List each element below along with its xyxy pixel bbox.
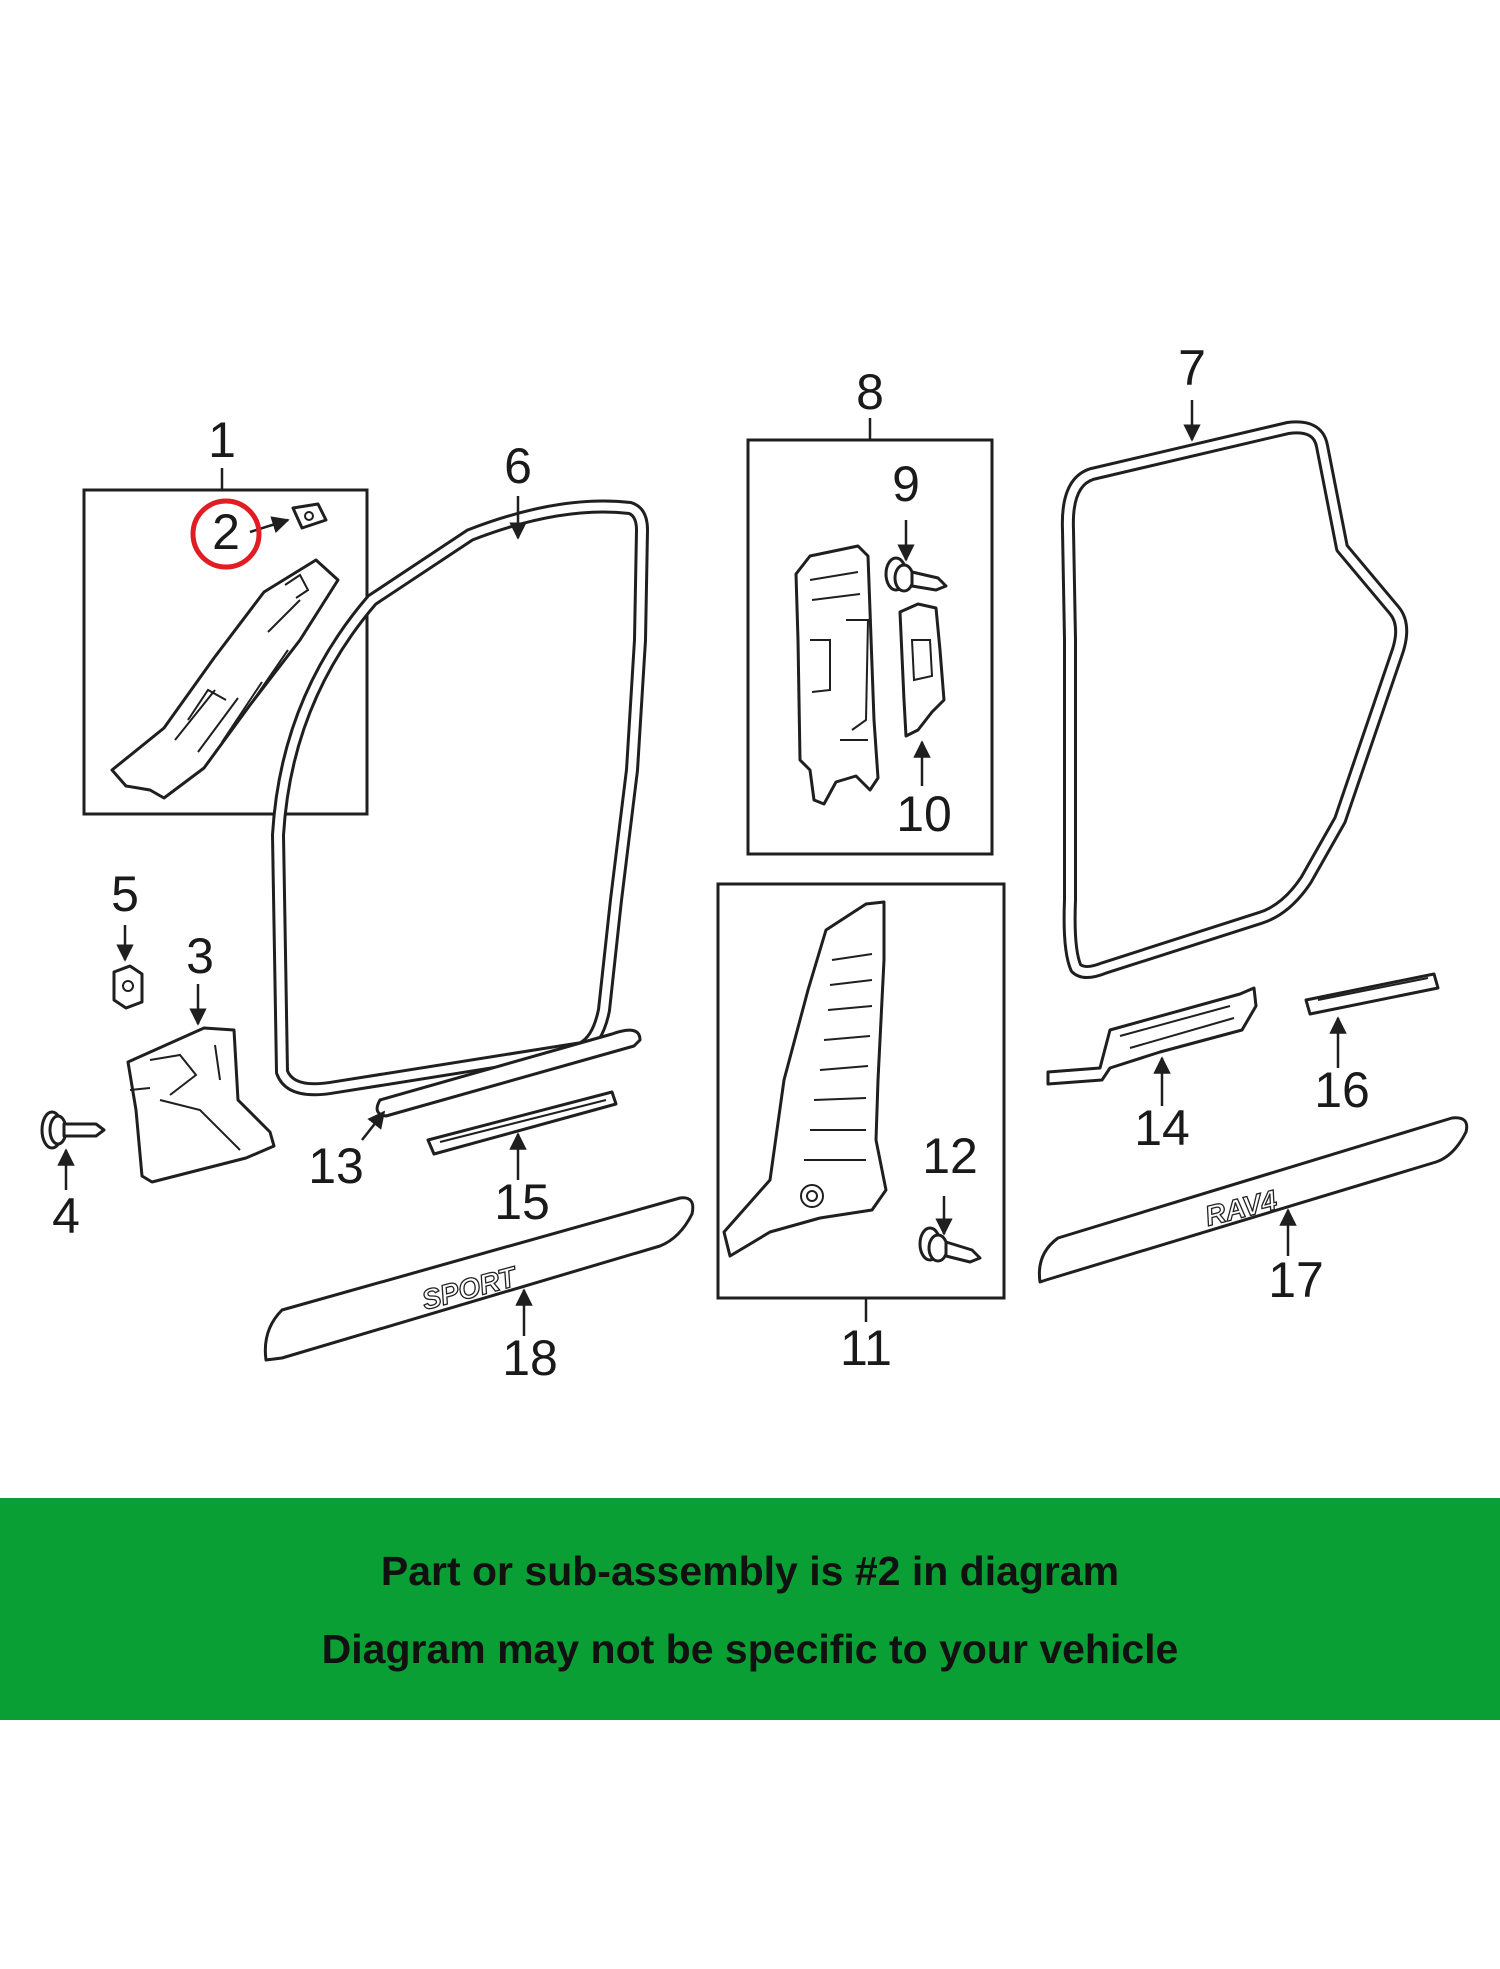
clip-part-5 — [112, 964, 144, 1010]
callout-14[interactable]: 14 — [1134, 1100, 1190, 1156]
banner-part-note: Part or sub-assembly is #2 in diagram — [380, 1548, 1120, 1594]
callout-3[interactable]: 3 — [186, 928, 214, 984]
group-1: 2 1 — [82, 412, 369, 816]
callout-16[interactable]: 16 — [1314, 1062, 1370, 1118]
kick-panel-part-3 — [126, 1026, 276, 1184]
callout-5[interactable]: 5 — [111, 866, 139, 922]
center-pillar-lower-garnish — [722, 900, 888, 1258]
callout-13[interactable]: 13 — [308, 1138, 364, 1194]
group-11-frame — [716, 882, 1006, 1300]
fastener-part-4 — [40, 1110, 106, 1150]
pillar-garnish-part-1 — [110, 558, 340, 800]
parts-diagram: 2 1 5 3 4 6 13 15 SPORT 1 — [40, 340, 1469, 1386]
callout-17[interactable]: 17 — [1268, 1252, 1324, 1308]
sill-plate-part-16 — [1304, 972, 1440, 1016]
callout-4[interactable]: 4 — [52, 1188, 80, 1244]
callout-15[interactable]: 15 — [494, 1174, 550, 1230]
highlight-circle — [190, 498, 262, 570]
door-seal-part-6 — [271, 499, 649, 1097]
door-sill-part-17: RAV4 — [1037, 1116, 1469, 1284]
callout-1[interactable]: 1 — [208, 412, 236, 468]
callout-6[interactable]: 6 — [504, 438, 532, 494]
fastener-part-9 — [884, 556, 948, 593]
door-seal-part-7 — [1060, 420, 1409, 979]
group-11: 11 12 — [716, 882, 1006, 1376]
callout-7[interactable]: 7 — [1178, 340, 1206, 396]
banner-disclaimer: Diagram may not be specific to your vehi… — [321, 1626, 1179, 1672]
info-banner: Part or sub-assembly is #2 in diagram Di… — [0, 1498, 1500, 1720]
group-1-frame — [82, 488, 369, 816]
scuff-strip-part-13 — [375, 1028, 642, 1118]
callout-9[interactable]: 9 — [892, 456, 920, 512]
fastener-part-12 — [918, 1226, 982, 1264]
scuff-plate-part-14 — [1046, 986, 1258, 1086]
callout-11[interactable]: 11 — [840, 1320, 892, 1376]
sill-plate-part-15 — [426, 1090, 618, 1156]
callout-18[interactable]: 18 — [502, 1330, 558, 1386]
callout-10[interactable]: 10 — [896, 786, 952, 842]
trim-piece-part-10 — [898, 602, 946, 738]
callout-8[interactable]: 8 — [856, 364, 884, 420]
callout-2[interactable]: 2 — [212, 504, 240, 560]
callout-12[interactable]: 12 — [922, 1128, 978, 1184]
center-pillar-upper-garnish — [794, 544, 880, 806]
door-sill-part-18: SPORT — [263, 1196, 695, 1362]
clip-part-2 — [291, 502, 328, 530]
group-8: 8 9 10 — [746, 364, 994, 856]
